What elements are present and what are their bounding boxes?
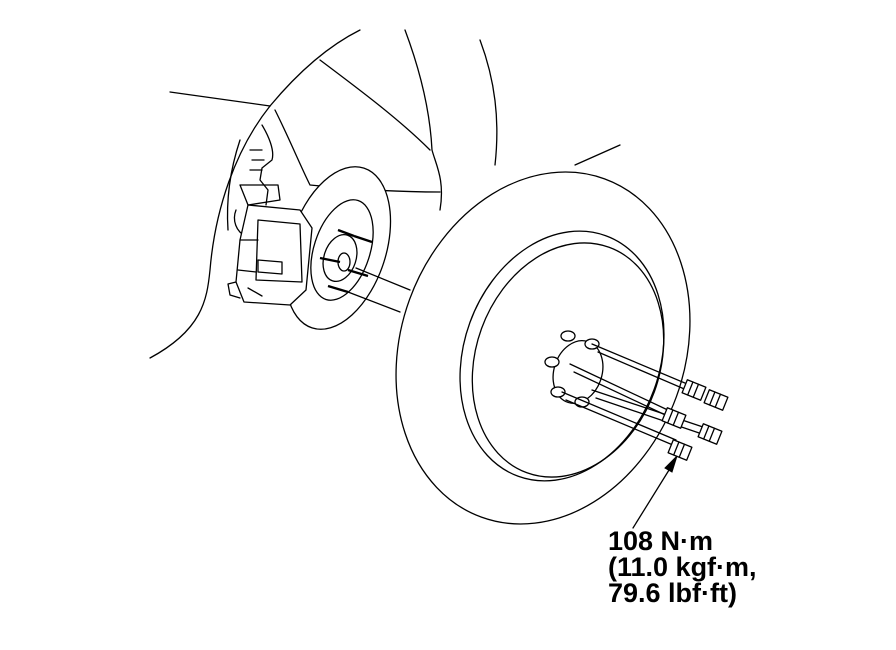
lug-nut: [703, 389, 729, 411]
brake-caliper: [227, 204, 313, 306]
torque-spec-line-nm: 108 N·m: [608, 526, 714, 556]
lug-nut: [681, 379, 707, 401]
wheel-hub: [319, 228, 411, 313]
lug-nut: [697, 423, 723, 445]
torque-spec-line-kgfm: (11.0 kgf·m,: [608, 552, 757, 582]
fender-outline: [149, 29, 621, 359]
lug-nut: [661, 407, 687, 429]
lug-nuts: [661, 379, 729, 461]
lug-guide-lines: [561, 343, 709, 449]
torque-spec-label: 108 N·m (11.0 kgf·m, 79.6 lbf·ft): [608, 526, 757, 608]
wheel-center: [544, 330, 604, 408]
torque-leader-arrow: [632, 455, 678, 529]
tire: [395, 171, 691, 525]
torque-spec-line-lbfft: 79.6 lbf·ft): [608, 578, 738, 608]
lug-nut: [667, 439, 693, 461]
